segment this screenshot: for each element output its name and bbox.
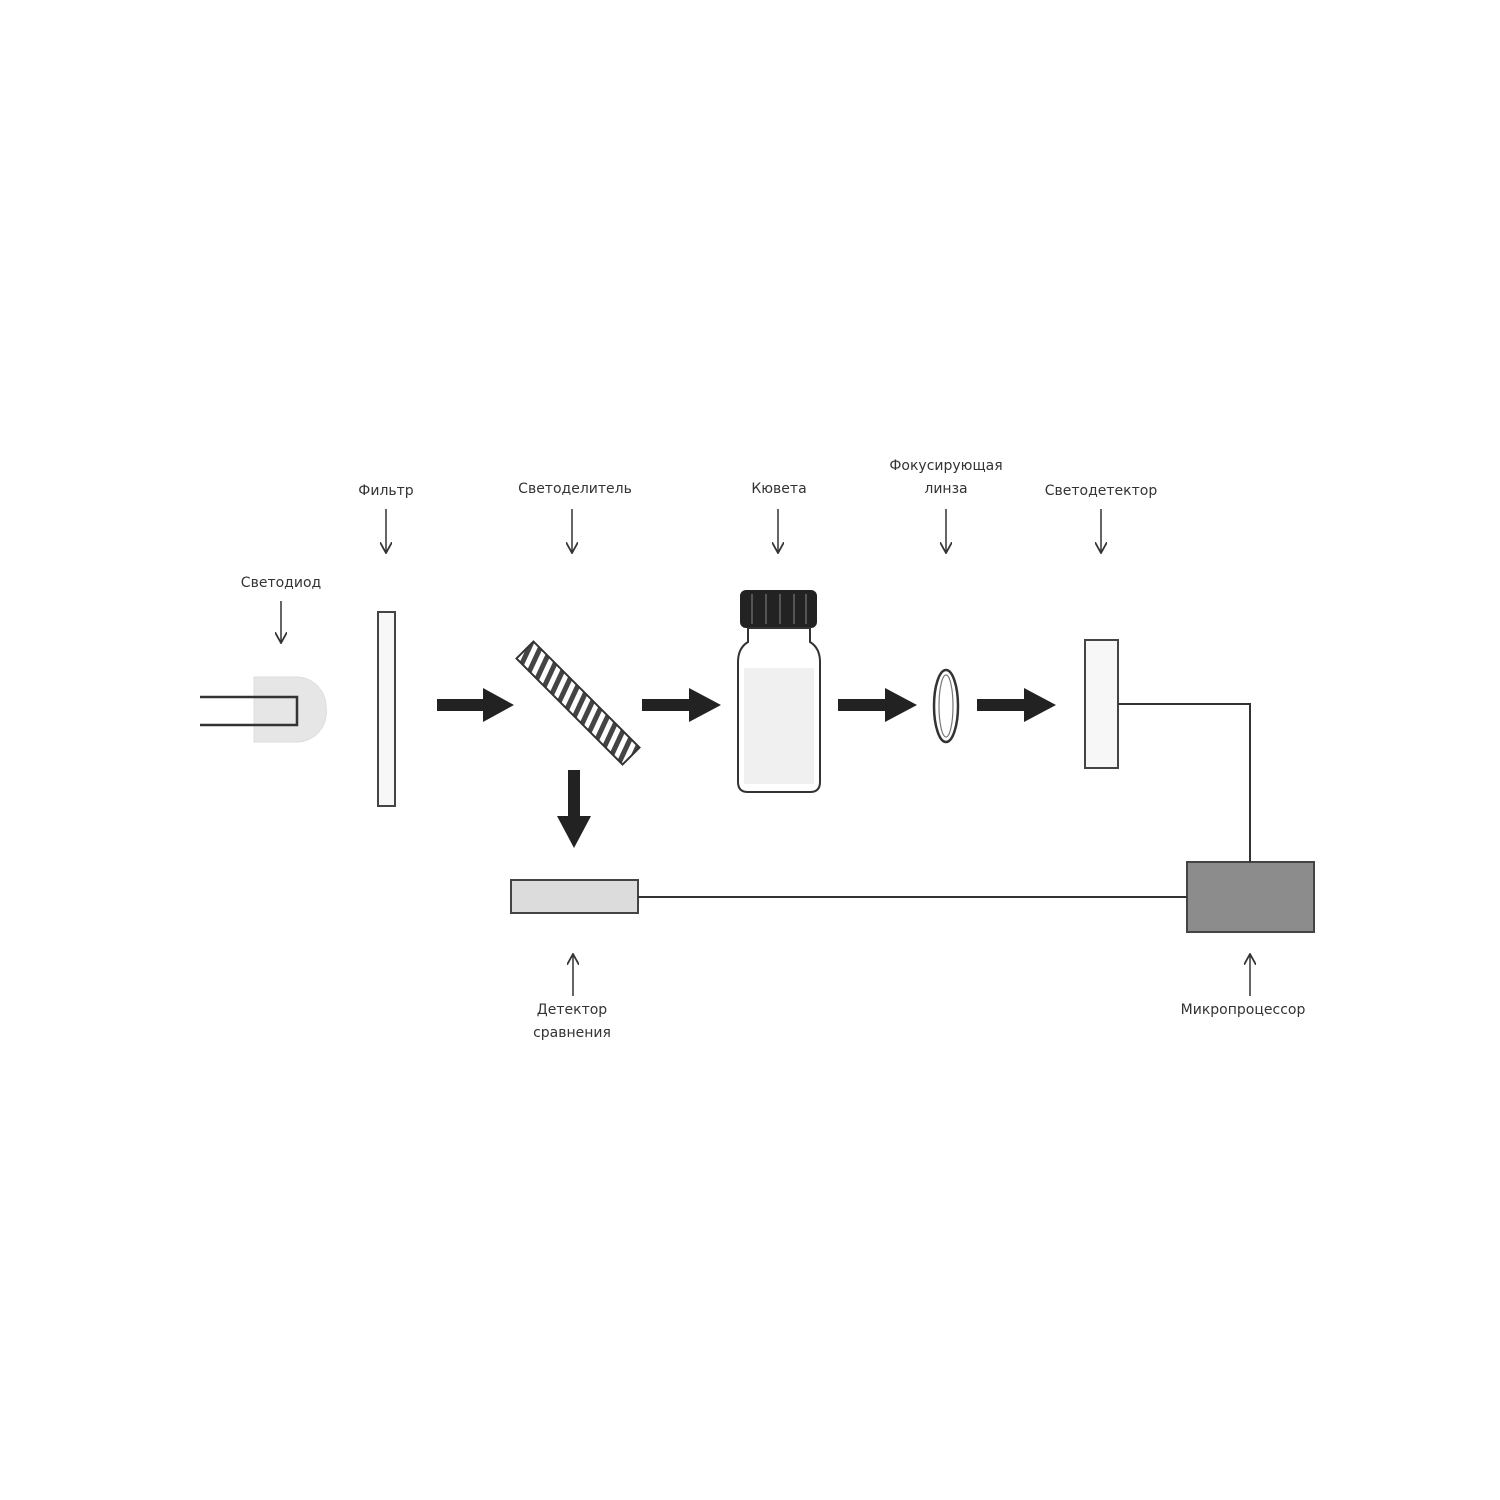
cuvette-cap-ribs	[751, 594, 807, 624]
label-focusing-lens-line2: линза	[924, 481, 968, 497]
light-arrow-4	[977, 688, 1056, 722]
label-reference-detector-line1: Детектор	[536, 1002, 608, 1018]
pointer-arrows	[281, 509, 1250, 996]
label-led: Светодиод	[240, 575, 322, 591]
microprocessor	[1186, 861, 1315, 933]
photodetector	[1084, 639, 1119, 769]
label-reference-detector-line2: сравнения	[533, 1025, 611, 1041]
label-photodetector: Светодетектор	[1044, 483, 1158, 499]
led-leads	[200, 695, 299, 727]
filter	[377, 611, 396, 807]
light-arrow-3	[838, 688, 917, 722]
label-filter: Фильтр	[358, 483, 414, 499]
cuvette	[737, 590, 821, 793]
label-reference-detector: Детектор сравнения	[533, 999, 611, 1045]
light-arrow-2	[642, 688, 721, 722]
label-focusing-lens-line1: Фокусирующая	[889, 458, 1003, 474]
light-arrows	[437, 688, 1056, 848]
label-microprocessor: Микропроцессор	[1180, 1002, 1306, 1018]
led-body	[253, 676, 327, 743]
label-beam-splitter: Светоделитель	[518, 481, 632, 497]
wire-photodetector-microprocessor	[1118, 703, 1251, 862]
label-focusing-lens: Фокусирующая линза	[889, 455, 1002, 501]
light-arrow-down	[557, 770, 591, 848]
focusing-lens	[932, 668, 960, 744]
cuvette-liquid	[744, 668, 814, 784]
beam-splitter	[515, 640, 641, 766]
led	[200, 676, 327, 743]
label-cuvette: Кювета	[751, 481, 807, 497]
reference-detector	[510, 879, 639, 914]
cuvette-cap	[740, 590, 817, 628]
light-arrow-1	[437, 688, 514, 722]
